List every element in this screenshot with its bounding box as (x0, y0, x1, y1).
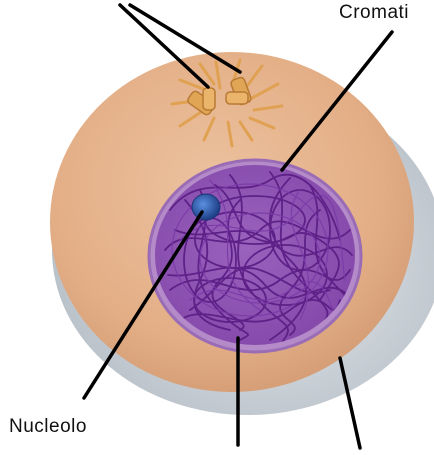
label-chromatin: Cromati (339, 2, 409, 23)
nucleolus (192, 194, 220, 220)
label-nucleolus: Nucleolo (9, 416, 87, 437)
